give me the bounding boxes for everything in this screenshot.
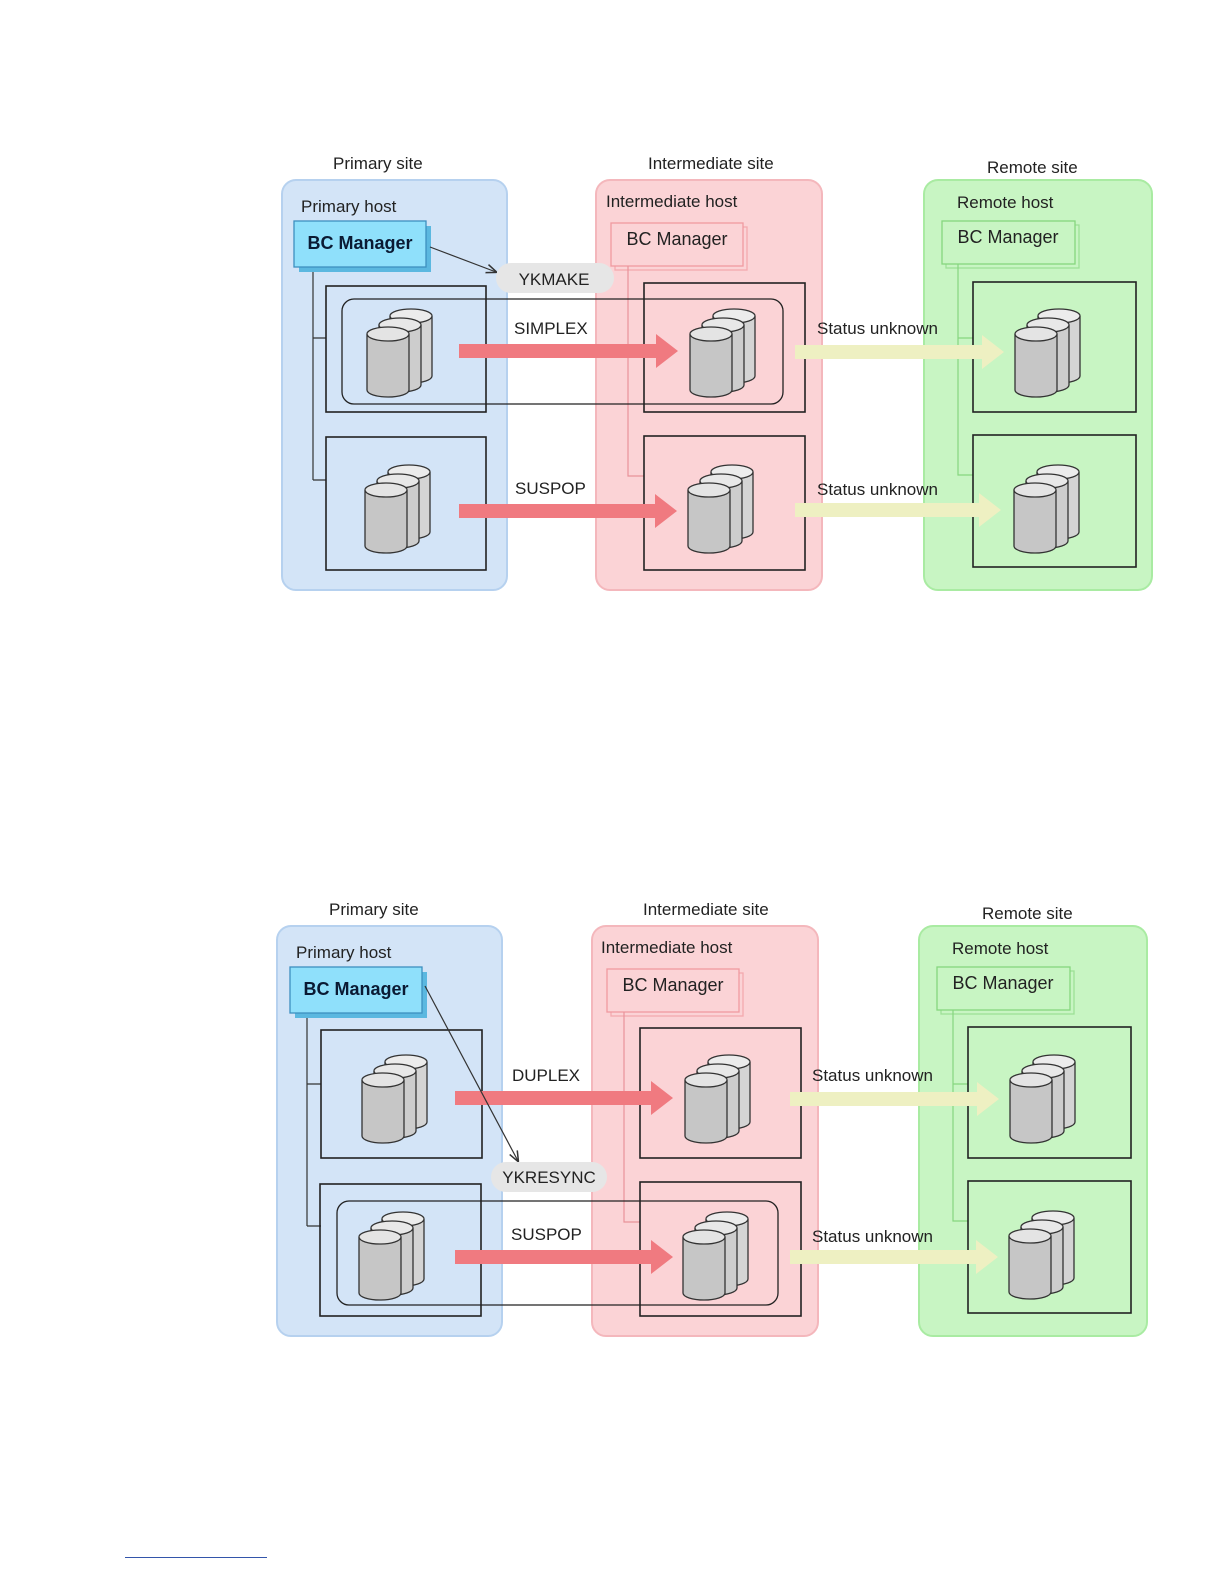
status-arrow-2 [795,493,1001,527]
command-arrow [424,985,518,1161]
remote-status-2: Status unknown [812,1227,933,1246]
pair-arrow-2 [455,1240,673,1274]
status-arrow-1 [790,1082,999,1116]
remote-host-connector [957,264,973,476]
command-target-group [341,298,784,405]
remote-volume-frame-2 [967,1180,1132,1314]
status-arrow-1 [795,335,1004,369]
primary-host-label: Primary host [296,943,392,962]
remote-host-label: Remote host [952,939,1049,958]
remote-bc-manager-label: BC Manager [957,227,1058,247]
primary-bc-manager: BC Manager [289,966,427,1018]
primary-site-label: Primary site [333,154,423,173]
remote-host-connector [952,1010,968,1222]
diagram-ykmake: Primary site Intermediate site Remote si… [281,154,1153,591]
primary-volume-frame-2 [325,436,487,571]
remote-status-1: Status unknown [817,319,938,338]
primary-bc-manager-label: BC Manager [303,979,408,999]
command-badge: YKMAKE [496,263,614,293]
intermediate-bc-manager: BC Manager [606,968,744,1017]
intermediate-host-label: Intermediate host [606,192,738,211]
intermediate-host-connector [623,1012,640,1223]
remote-host-label: Remote host [957,193,1054,212]
remote-site-label: Remote site [987,158,1078,177]
remote-bc-manager: BC Manager [936,966,1075,1015]
status-arrow-2 [790,1240,998,1274]
intermediate-host-connector [627,266,644,477]
primary-host-label: Primary host [301,197,397,216]
command-label: YKRESYNC [502,1168,596,1187]
primary-site-label: Primary site [329,900,419,919]
intermediate-bc-manager-label: BC Manager [626,229,727,249]
intermediate-host-label: Intermediate host [601,938,733,957]
command-label: YKMAKE [519,270,590,289]
pair-status-2: SUSPOP [511,1225,582,1244]
command-arrow [429,246,496,272]
primary-host-connector [306,1018,321,1227]
remote-status-2: Status unknown [817,480,938,499]
remote-bc-manager-label: BC Manager [952,973,1053,993]
footer-rule [125,1557,267,1558]
primary-bc-manager: BC Manager [293,220,431,272]
remote-bc-manager: BC Manager [941,220,1080,269]
pair-status-1: DUPLEX [512,1066,580,1085]
diagram-ykresync: Primary site Intermediate site Remote si… [276,900,1148,1337]
remote-site-label: Remote site [982,904,1073,923]
remote-volume-frame-2 [972,434,1137,568]
primary-bc-manager-label: BC Manager [307,233,412,253]
pair-arrow-2 [459,494,677,528]
command-badge: YKRESYNC [491,1162,607,1192]
primary-host-connector [312,272,326,481]
intermediate-bc-manager: BC Manager [610,222,748,271]
command-target-group [336,1200,779,1306]
remote-status-1: Status unknown [812,1066,933,1085]
pair-status-1: SIMPLEX [514,319,588,338]
intermediate-bc-manager-label: BC Manager [622,975,723,995]
intermediate-site-label: Intermediate site [643,900,769,919]
pair-arrow-1 [455,1081,673,1115]
intermediate-site-label: Intermediate site [648,154,774,173]
intermediate-volume-frame-2 [639,1181,802,1317]
pair-status-2: SUSPOP [515,479,586,498]
pair-arrow-1 [459,334,678,368]
